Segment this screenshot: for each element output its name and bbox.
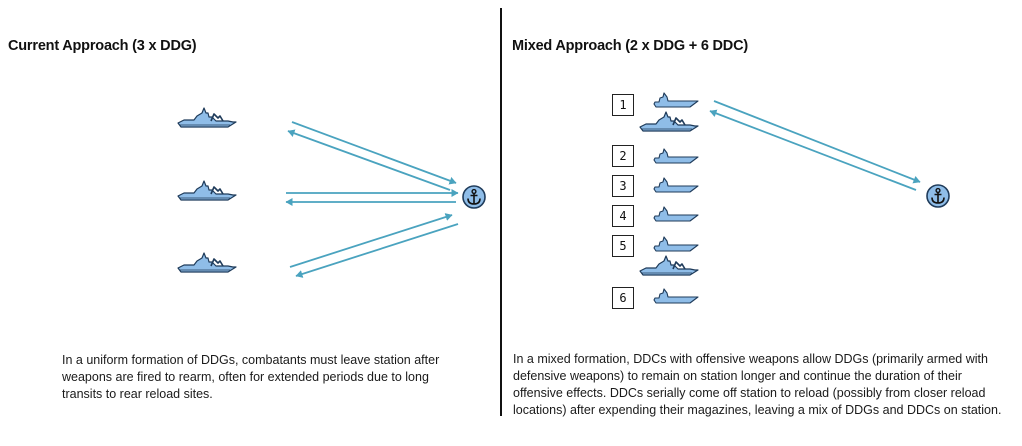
ddc-ship-icon — [653, 92, 699, 108]
ddg-ship-icon — [639, 111, 699, 132]
ship-number-label: 2 — [612, 145, 634, 167]
right-panel-title: Mixed Approach (2 x DDG + 6 DDC) — [512, 38, 748, 54]
ddg-ship-icon — [177, 107, 237, 128]
arrow-to-station — [289, 213, 453, 268]
anchor-station-icon — [926, 184, 950, 208]
anchor-station-icon — [462, 185, 486, 209]
ddg-ship-icon — [177, 180, 237, 201]
left-panel-title: Current Approach (3 x DDG) — [8, 38, 197, 54]
ddc-ship-icon — [653, 236, 699, 252]
ship-number-label: 4 — [612, 205, 634, 227]
ddg-ship-icon — [177, 252, 237, 273]
ddc-ship-icon — [653, 206, 699, 222]
ddg-ship-icon — [639, 255, 699, 276]
ddc-ship-icon — [653, 288, 699, 304]
ship-number-label: 6 — [612, 287, 634, 309]
arrow-to-station — [713, 100, 921, 184]
right-panel-caption: In a mixed formation, DDCs with offensiv… — [513, 352, 1002, 417]
left-panel-caption: In a uniform formation of DDGs, combatan… — [62, 353, 440, 401]
arrow-from-station — [709, 109, 917, 191]
ddc-ship-icon — [653, 148, 699, 164]
ship-number-label: 1 — [612, 94, 634, 116]
arrow-from-station — [287, 129, 451, 191]
arrow-from-station — [295, 223, 459, 278]
panel-divider — [500, 8, 502, 416]
ship-number-label: 5 — [612, 235, 634, 257]
arrow-to-station — [291, 121, 457, 185]
ship-number-label: 3 — [612, 175, 634, 197]
ddc-ship-icon — [653, 177, 699, 193]
